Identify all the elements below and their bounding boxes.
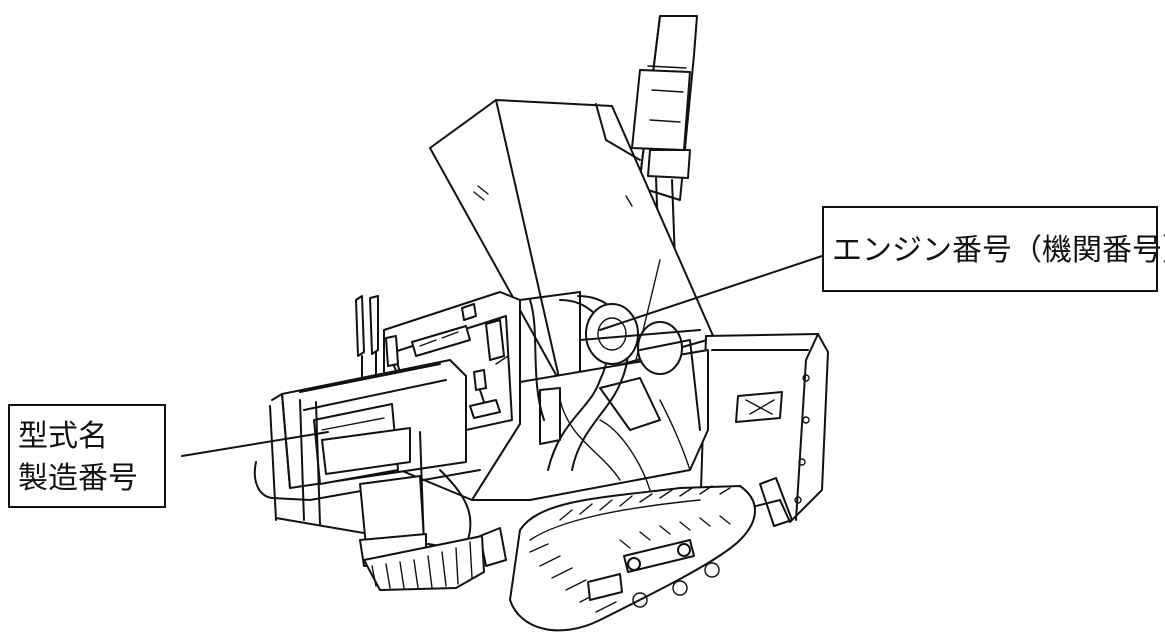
engine-number-label: エンジン番号（機関番号） bbox=[822, 206, 1165, 292]
open-hood bbox=[429, 99, 715, 383]
left-track bbox=[363, 535, 485, 591]
model-name-label: 型式名 bbox=[18, 419, 108, 454]
right-track bbox=[509, 485, 756, 632]
engine-label-leader bbox=[599, 255, 823, 331]
auger-housing bbox=[699, 333, 829, 527]
model-serial-label: 型式名 製造番号 bbox=[8, 404, 166, 508]
model-label-leader bbox=[181, 431, 329, 457]
serial-number-label: 製造番号 bbox=[18, 461, 138, 496]
front-frame bbox=[253, 359, 507, 567]
